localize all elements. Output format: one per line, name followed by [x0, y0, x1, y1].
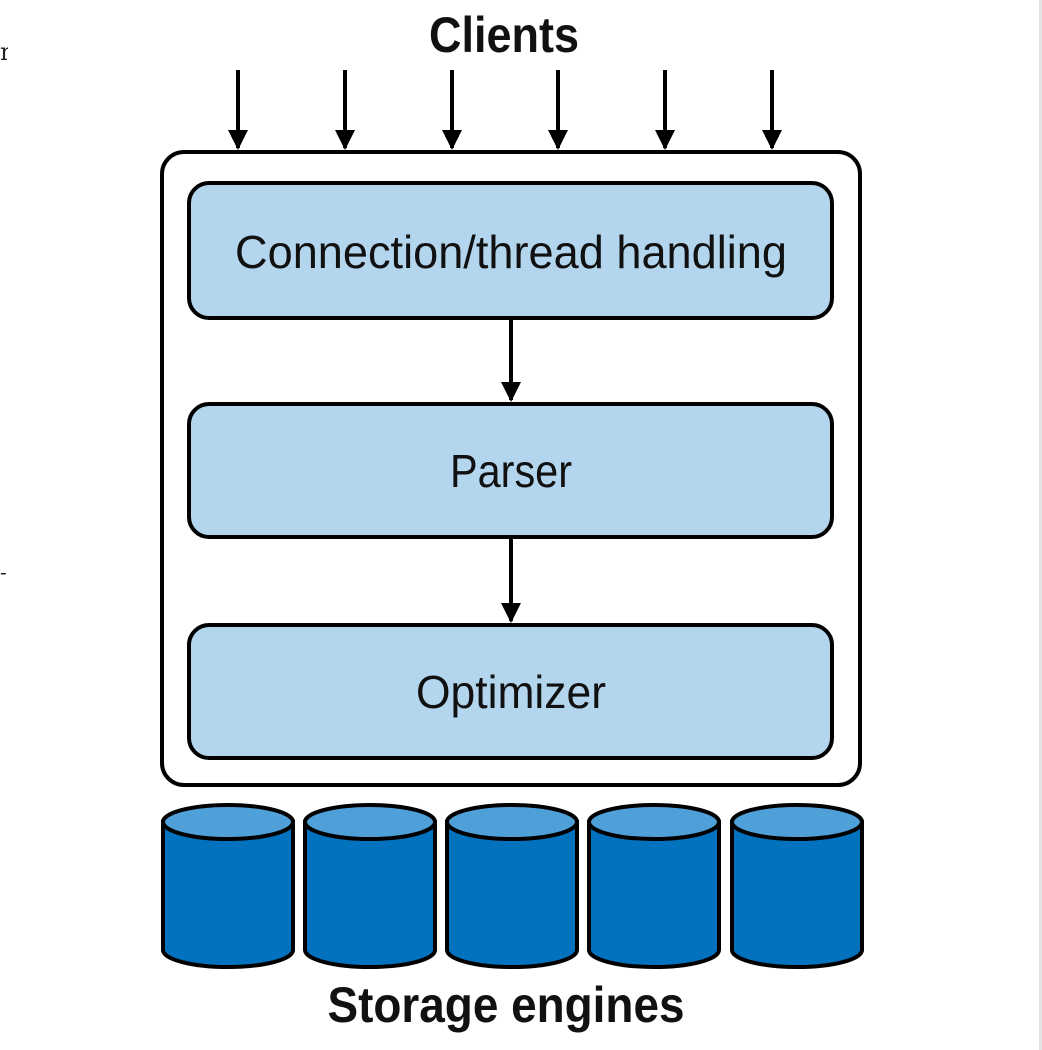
storage-engine-cylinder	[161, 803, 295, 969]
storage-engines-label: Storage engines	[328, 977, 685, 1033]
storage-engine-cylinder	[303, 803, 437, 969]
cylinder-body	[303, 820, 437, 969]
cropped-edge-text: -	[0, 560, 7, 584]
storage-engine-cylinder	[730, 803, 864, 969]
cylinder-top	[303, 803, 437, 841]
optimizer-layer-label: Optimizer	[416, 666, 606, 718]
cropped-edge-text: n	[0, 38, 8, 66]
storage-engine-cylinder	[587, 803, 721, 969]
storage-engine-cylinder	[445, 803, 579, 969]
cylinder-body	[445, 820, 579, 969]
cylinder-top	[587, 803, 721, 841]
cylinder-top	[161, 803, 295, 841]
storage-engines-group	[161, 803, 864, 969]
client-arrows	[228, 70, 782, 150]
cylinder-body	[161, 820, 295, 969]
cylinder-body	[730, 820, 864, 969]
page-edge-divider	[1039, 0, 1042, 1050]
cylinder-top	[445, 803, 579, 841]
clients-label: Clients	[429, 7, 579, 63]
cylinder-top	[730, 803, 864, 841]
optimizer-layer-box	[187, 623, 834, 760]
connection-layer-label: Connection/thread handling	[235, 226, 787, 278]
parser-layer-label: Parser	[450, 445, 572, 497]
cylinder-body	[587, 820, 721, 969]
